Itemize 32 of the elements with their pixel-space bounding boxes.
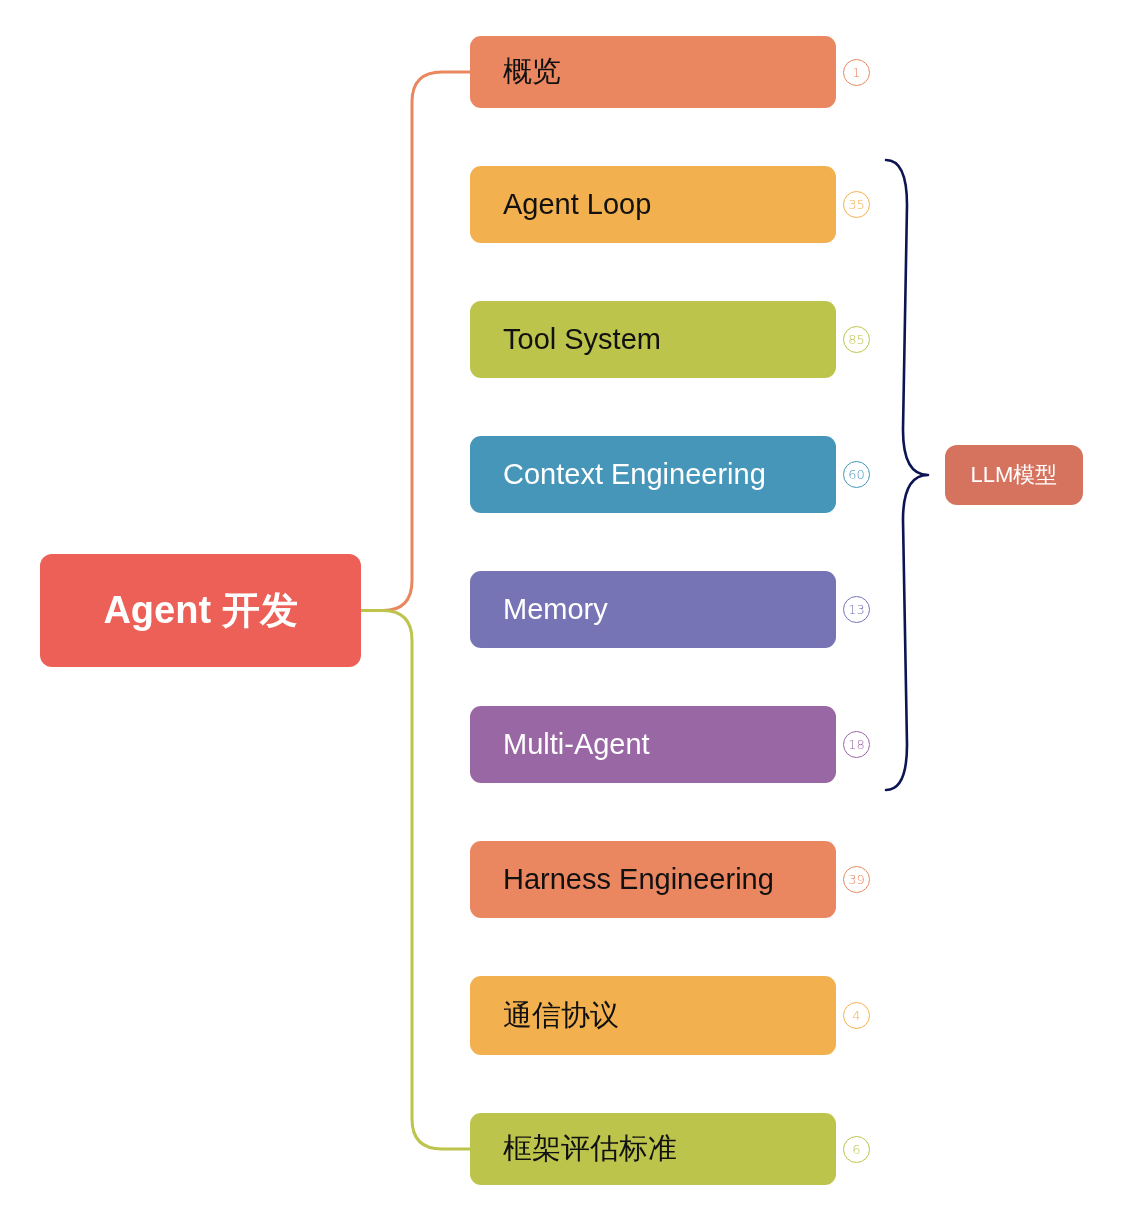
topic-box [470, 436, 836, 513]
topic-text: Harness Engineering [503, 862, 774, 897]
count-badge: 35 [843, 191, 870, 218]
topic-text: Agent Loop [503, 187, 652, 222]
topic-text: Multi-Agent [503, 727, 650, 762]
topic-box [470, 976, 836, 1055]
count-badge: 1 [843, 58, 870, 86]
topic-box [470, 36, 836, 108]
topic-text: Memory [503, 592, 608, 627]
root-topic-text: Agent 开发 [103, 588, 298, 633]
count-badge: 13 [843, 596, 870, 623]
topic-box [470, 1113, 836, 1185]
count-badge: 60 [843, 461, 870, 488]
topic-text: 框架评估标准 [503, 1132, 677, 1166]
topic-box [470, 706, 836, 783]
count-badge: 6 [843, 1135, 870, 1163]
topic-text: 概览 [503, 55, 561, 89]
topic-box [470, 301, 836, 378]
summary-box [945, 445, 1083, 505]
summary-text: LLM模型 [970, 462, 1058, 488]
count-badge: 85 [843, 326, 870, 353]
count-badge: 39 [843, 866, 870, 893]
count-badge: 18 [843, 731, 870, 758]
root-topic-box [40, 554, 361, 667]
connector-line [361, 609, 470, 1151]
topic-text: Tool System [503, 322, 661, 357]
topic-text: 通信协议 [503, 998, 619, 1033]
topic-box [470, 166, 836, 243]
topic-text: Context Engineering [503, 457, 766, 492]
topic-box [470, 571, 836, 648]
count-badge: 4 [843, 1002, 870, 1029]
topic-box [470, 841, 836, 918]
